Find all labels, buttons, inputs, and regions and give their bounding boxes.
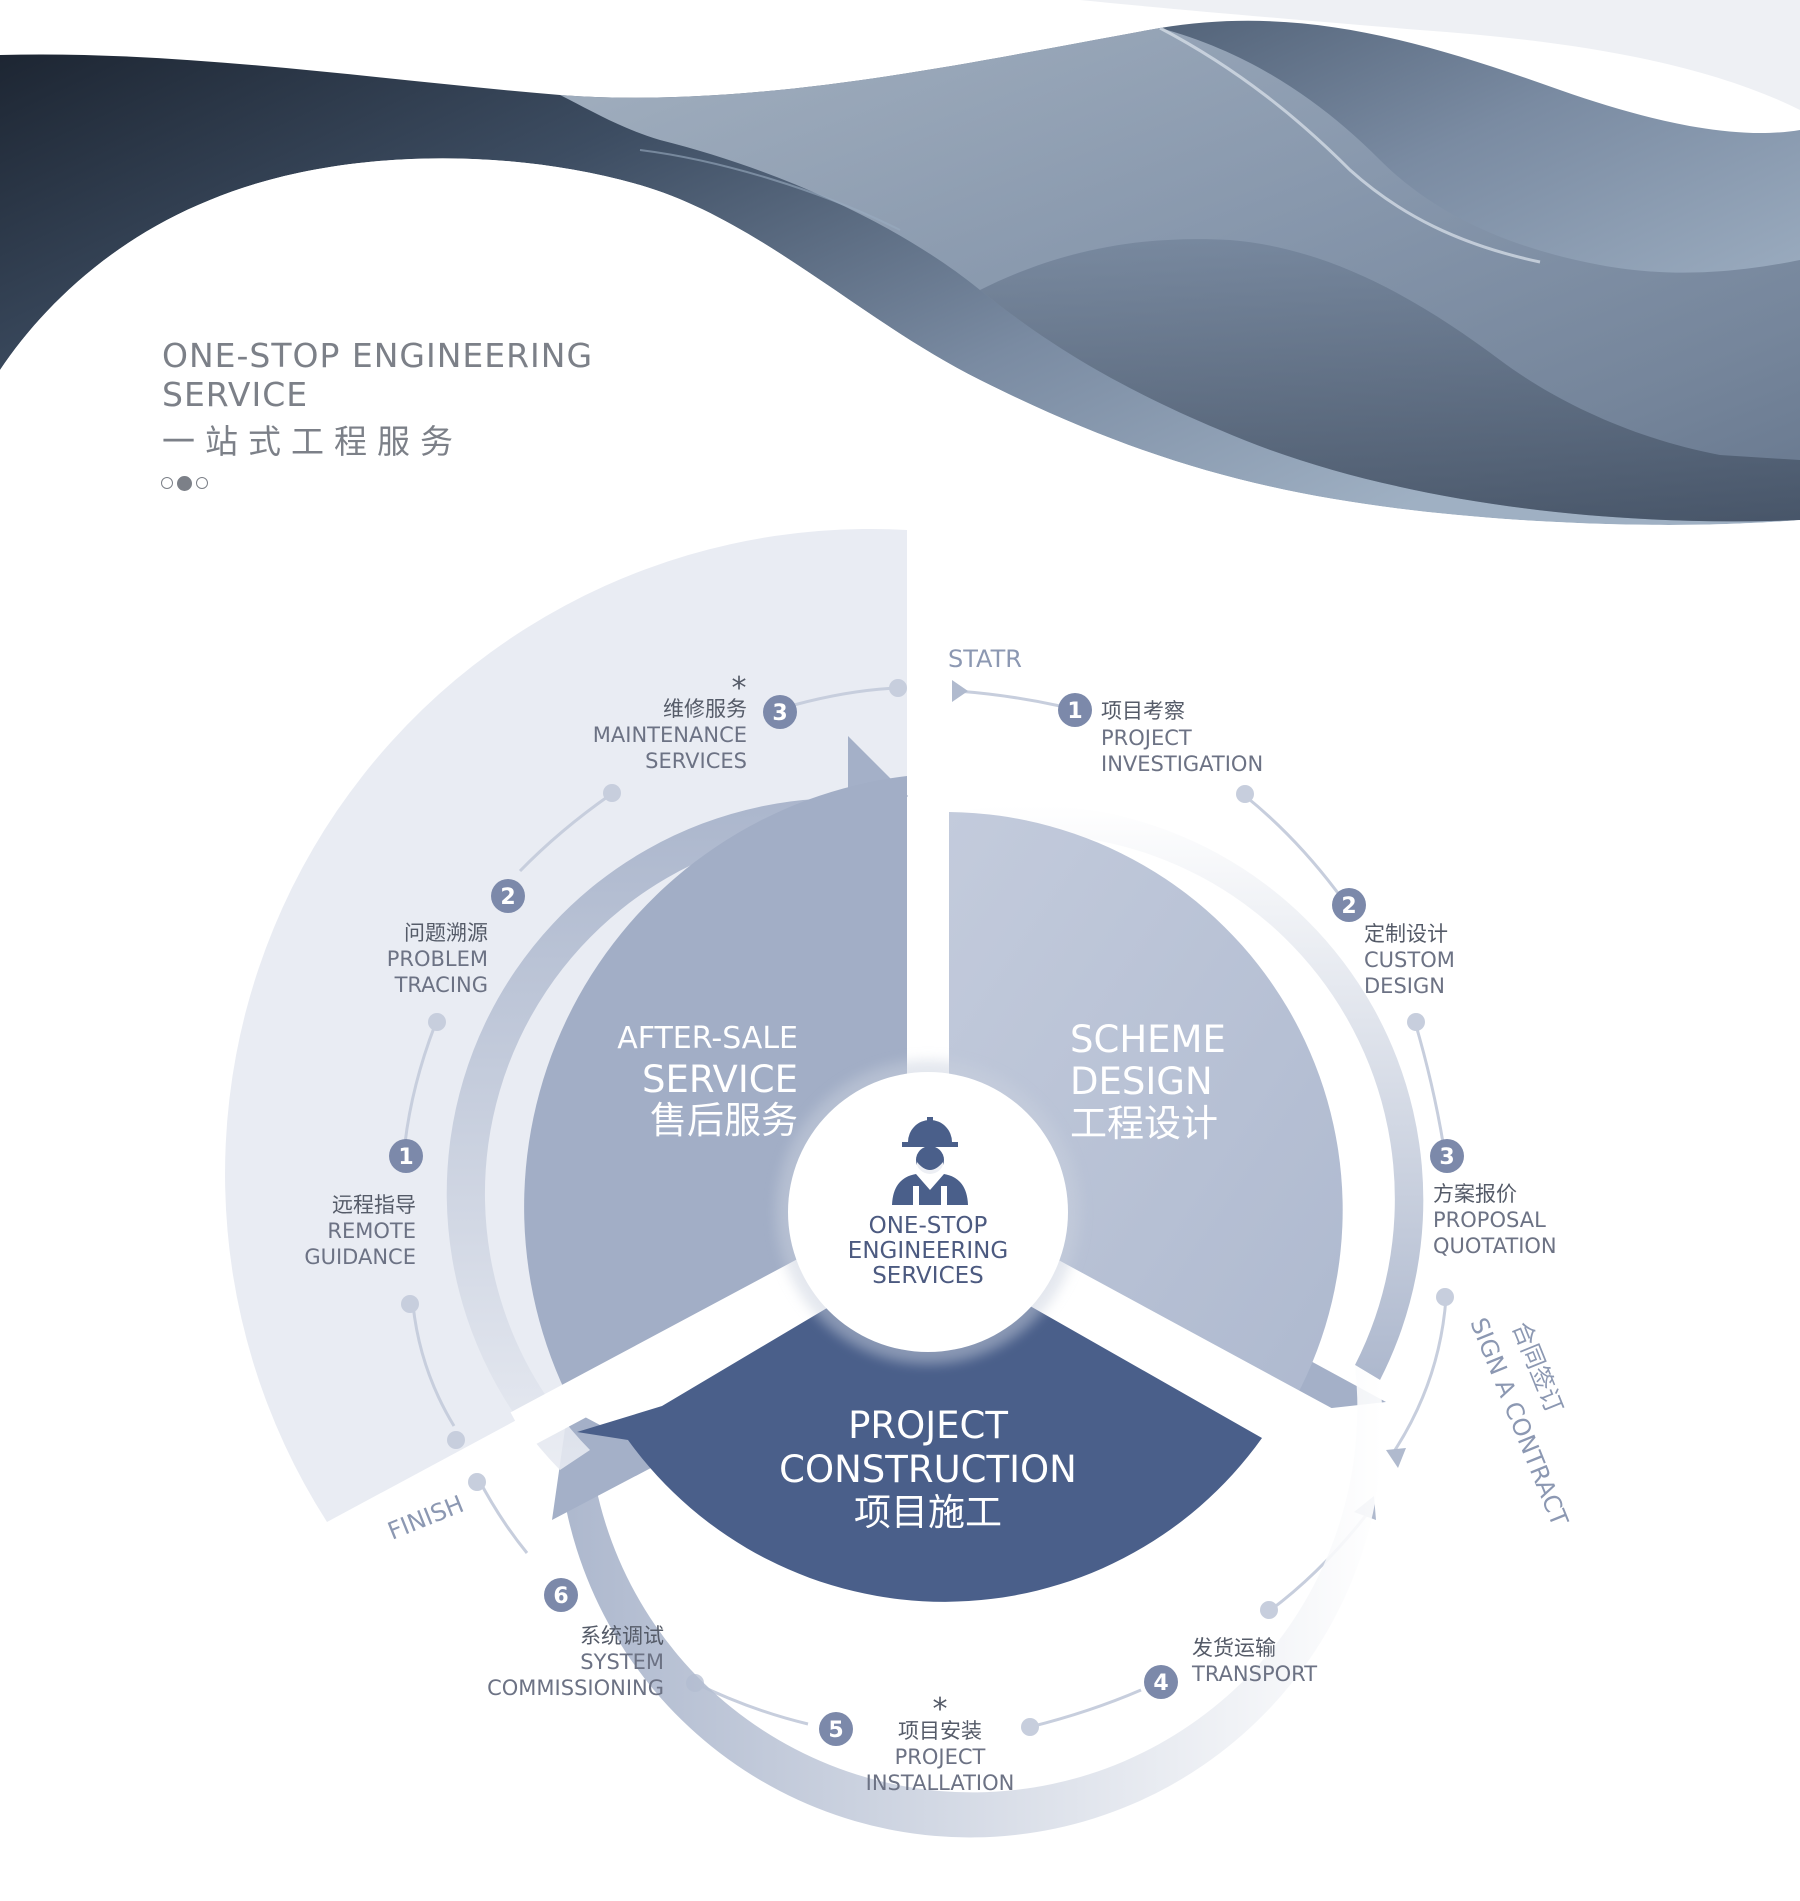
- svg-text:5: 5: [828, 1718, 843, 1743]
- svg-text:GUIDANCE: GUIDANCE: [304, 1245, 416, 1269]
- construction-step-4[interactable]: 4 发货运输 TRANSPORT: [1144, 1636, 1317, 1699]
- worker-icon-detail: [913, 1162, 947, 1205]
- after-sale-title-line1: AFTER-SALE: [617, 1021, 798, 1056]
- scheme-step-2[interactable]: 2 定制设计 CUSTOM DESIGN: [1332, 888, 1455, 998]
- svg-text:PROJECT: PROJECT: [895, 1745, 986, 1769]
- svg-text:INVESTIGATION: INVESTIGATION: [1101, 752, 1263, 776]
- center-title-line1: ONE-STOP: [869, 1213, 988, 1239]
- contract-arrowhead-down-icon: [1386, 1448, 1406, 1468]
- svg-text:PROBLEM: PROBLEM: [387, 947, 488, 971]
- svg-text:项目安装: 项目安装: [898, 1719, 982, 1743]
- construction-step-6[interactable]: 6 系统调试 SYSTEM COMMISSIONING: [487, 1578, 664, 1700]
- svg-text:PROJECT: PROJECT: [1101, 726, 1192, 750]
- svg-text:TRACING: TRACING: [394, 973, 488, 997]
- scheme-title-line2: DESIGN: [1070, 1060, 1213, 1103]
- scheme-title-line1: SCHEME: [1070, 1018, 1226, 1061]
- after-sale-title-line2: SERVICE: [642, 1058, 798, 1101]
- svg-text:发货运输: 发货运输: [1192, 1636, 1276, 1660]
- svg-text:维修服务: 维修服务: [663, 697, 747, 721]
- svg-text:项目考察: 项目考察: [1101, 699, 1185, 723]
- construction-title-line1: PROJECT: [848, 1404, 1008, 1447]
- construction-step-5[interactable]: 5 * 项目安装 PROJECT INSTALLATION: [819, 1692, 1014, 1795]
- scheme-title-cn: 工程设计: [1070, 1102, 1218, 1145]
- svg-text:DESIGN: DESIGN: [1364, 974, 1445, 998]
- construction-title-line2: CONSTRUCTION: [779, 1448, 1077, 1491]
- svg-text:问题溯源: 问题溯源: [404, 921, 488, 945]
- svg-text:6: 6: [553, 1584, 568, 1609]
- scheme-step-3[interactable]: 3 方案报价 PROPOSAL QUOTATION: [1430, 1139, 1557, 1258]
- after-sale-step-2[interactable]: 2 问题溯源 PROBLEM TRACING: [387, 879, 525, 997]
- svg-text:INSTALLATION: INSTALLATION: [866, 1771, 1015, 1795]
- after-sale-step-3[interactable]: 3 * 维修服务 MAINTENANCE SERVICES: [593, 671, 797, 773]
- pager-dot-1[interactable]: [161, 477, 173, 489]
- svg-text:定制设计: 定制设计: [1364, 922, 1448, 946]
- center-hub[interactable]: [788, 1072, 1068, 1352]
- construction-title-cn: 项目施工: [854, 1491, 1002, 1534]
- page-title-en: ONE-STOP ENGINEERING: [162, 336, 594, 375]
- segment-project-construction[interactable]: [577, 1248, 1262, 1602]
- center-title-line3: SERVICES: [872, 1263, 984, 1289]
- svg-text:1: 1: [398, 1145, 413, 1170]
- page-title-en-line2: SERVICE: [162, 375, 309, 414]
- svg-text:MAINTENANCE: MAINTENANCE: [593, 723, 747, 747]
- svg-text:3: 3: [772, 701, 787, 726]
- finish-label: FINISH: [384, 1490, 468, 1546]
- svg-text:*: *: [732, 671, 747, 706]
- svg-text:4: 4: [1153, 1671, 1168, 1696]
- center-title-line2: ENGINEERING: [848, 1238, 1008, 1264]
- svg-text:1: 1: [1067, 699, 1082, 724]
- svg-text:3: 3: [1439, 1145, 1454, 1170]
- page-title-cn: 一站式工程服务: [162, 422, 463, 461]
- svg-text:TRANSPORT: TRANSPORT: [1191, 1662, 1317, 1686]
- svg-text:远程指导: 远程指导: [332, 1193, 416, 1217]
- hero-dunes-image: [0, 0, 1800, 540]
- after-sale-step-1[interactable]: 1 远程指导 REMOTE GUIDANCE: [304, 1139, 423, 1269]
- worker-icon: [892, 1117, 968, 1205]
- svg-text:SERVICES: SERVICES: [645, 749, 747, 773]
- svg-text:REMOTE: REMOTE: [327, 1219, 416, 1243]
- svg-text:方案报价: 方案报价: [1433, 1182, 1517, 1206]
- pager-dot-2-active[interactable]: [177, 475, 192, 491]
- start-label: STATR: [948, 645, 1022, 673]
- scheme-step-1[interactable]: 1 项目考察 PROJECT INVESTIGATION: [1058, 693, 1263, 776]
- pager-dot-3[interactable]: [196, 477, 208, 489]
- after-sale-title-cn: 售后服务: [650, 1099, 798, 1142]
- svg-text:COMMISSIONING: COMMISSIONING: [487, 1676, 664, 1700]
- svg-text:2: 2: [1341, 894, 1356, 919]
- start-arrowhead-icon: [952, 680, 968, 702]
- svg-text:*: *: [933, 1692, 948, 1727]
- pager-dots: [161, 475, 208, 491]
- svg-text:PROPOSAL: PROPOSAL: [1433, 1208, 1546, 1232]
- svg-text:SYSTEM: SYSTEM: [580, 1650, 664, 1674]
- svg-text:CUSTOM: CUSTOM: [1364, 948, 1455, 972]
- svg-text:2: 2: [500, 885, 515, 910]
- svg-text:QUOTATION: QUOTATION: [1433, 1234, 1557, 1258]
- svg-text:系统调试: 系统调试: [580, 1624, 664, 1648]
- construction-arrow-icon: [552, 1408, 666, 1520]
